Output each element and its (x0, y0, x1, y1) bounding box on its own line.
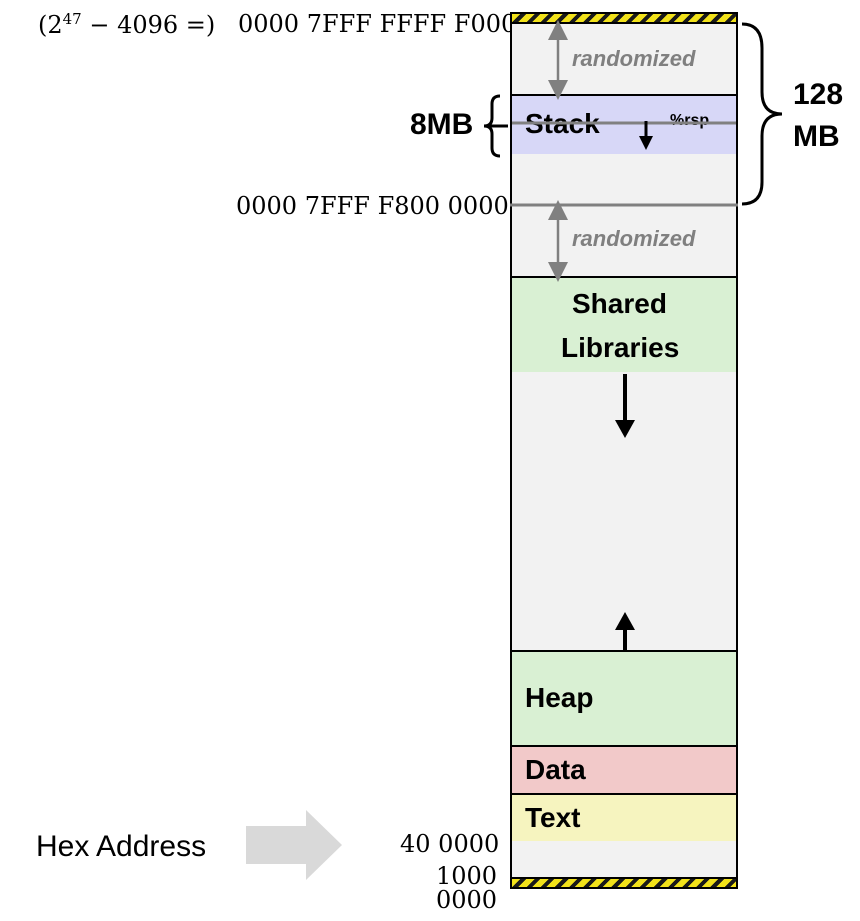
shared-libraries-growth-arrow (615, 374, 635, 438)
text-label: Text (525, 802, 581, 833)
hex-address-arrow (246, 810, 342, 880)
rsp-label: %rsp (670, 112, 710, 129)
hex-address-label: Hex Address (36, 830, 207, 863)
stack-size-label: 8MB (410, 108, 474, 141)
shared-libraries-label-line2: Libraries (561, 332, 680, 363)
data-label: Data (525, 754, 586, 785)
randomized-label-top: randomized (572, 46, 696, 71)
top-address: 0000 7FFF FFFF F000 (238, 10, 517, 38)
address-0000: 0000 (436, 886, 498, 914)
stack-growth-arrow (639, 121, 653, 150)
shared-libraries-segment (510, 276, 738, 374)
heap-segment (510, 650, 738, 747)
shared-libraries-label-line1: Shared (572, 288, 667, 319)
address-1000: 1000 (436, 862, 498, 890)
heap-growth-arrow (615, 612, 635, 650)
region-size-label-line2: MB (793, 120, 840, 153)
text-segment (510, 793, 738, 843)
region-size-brace (741, 22, 783, 206)
text-start-address: 40 0000 (400, 830, 500, 858)
stack-limit-address: 0000 7FFF F800 0000 (236, 192, 509, 220)
stack-segment (510, 94, 738, 156)
region-size-label-line1: 128 (793, 78, 844, 111)
top-address-formula: (247 − 4096 =) (38, 10, 216, 39)
reserved-low-region (510, 841, 738, 878)
heap-label: Heap (525, 682, 594, 713)
bottom-hatch-bar (510, 877, 738, 889)
randomized-label-mid: randomized (572, 226, 696, 251)
